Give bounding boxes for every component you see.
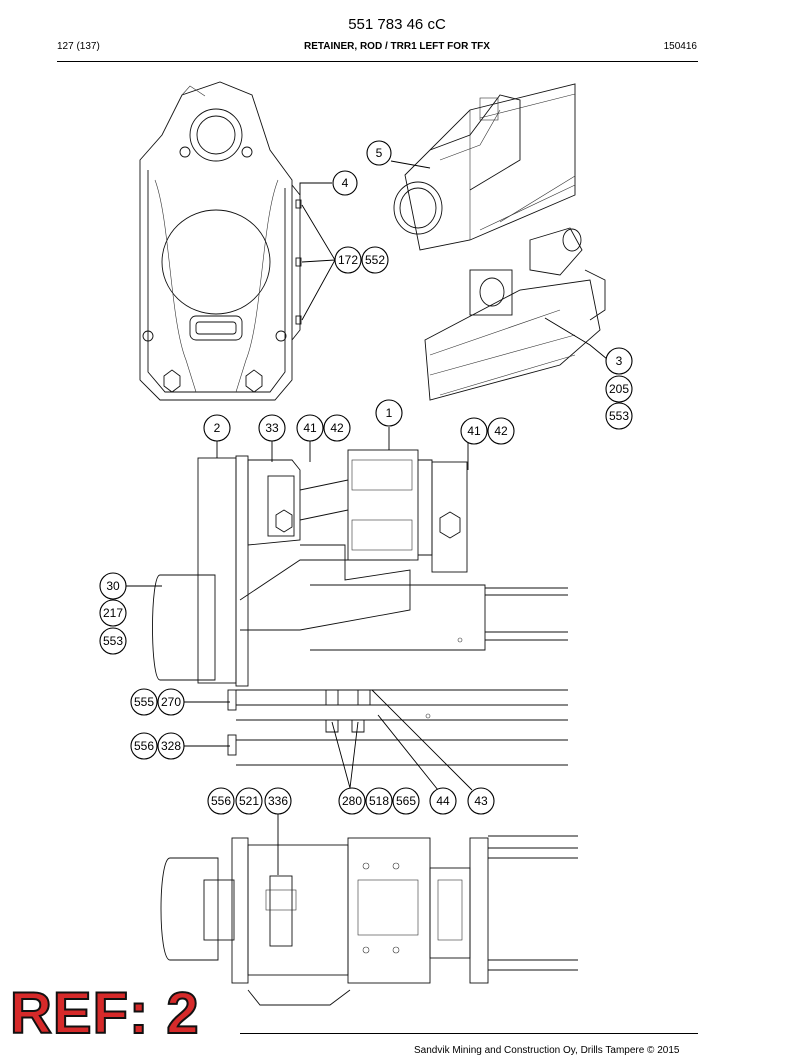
svg-text:556: 556 [211,794,231,808]
callout-42-left: 42 [323,414,351,442]
isometric-view-lower [424,227,606,401]
svg-text:565: 565 [396,794,416,808]
side-view-assembly [152,449,568,766]
footer-copyright: Sandvik Mining and Construction Oy, Dril… [414,1045,680,1056]
callout-328: 328 [157,732,185,760]
svg-text:33: 33 [265,421,279,435]
svg-text:270: 270 [161,695,181,709]
callout-44: 44 [429,787,457,815]
callout-1: 1 [375,399,403,427]
svg-text:553: 553 [609,409,629,423]
callout-3: 3 [605,347,633,375]
callout-33: 33 [258,414,286,442]
svg-text:5: 5 [376,146,383,160]
svg-text:336: 336 [268,794,288,808]
svg-text:42: 42 [494,424,508,438]
svg-text:521: 521 [239,794,259,808]
svg-text:328: 328 [161,739,181,753]
page-number: 127 (137) [57,41,100,52]
svg-text:43: 43 [474,794,488,808]
callout-217: 217 [99,599,127,627]
callout-30: 30 [99,572,127,600]
footer-divider [240,1033,698,1034]
isometric-view-upper [393,83,576,251]
revision-date: 150416 [663,41,697,52]
callout-553-upper: 553 [605,402,633,430]
svg-text:41: 41 [303,421,317,435]
part-description: RETAINER, ROD / TRR1 LEFT FOR TFX [304,41,490,52]
svg-text:555: 555 [134,695,154,709]
svg-text:4: 4 [342,176,349,190]
callout-4: 4 [332,170,358,196]
callout-172: 172 [334,246,362,274]
callout-552: 552 [361,246,389,274]
callout-518: 518 [365,787,393,815]
callout-556-side: 556 [130,732,158,760]
svg-text:3: 3 [616,354,623,368]
callout-521: 521 [235,787,263,815]
svg-text:1: 1 [386,406,393,420]
callout-42-right: 42 [487,417,515,445]
svg-text:518: 518 [369,794,389,808]
svg-text:44: 44 [436,794,450,808]
callout-336: 336 [264,787,292,815]
svg-text:2: 2 [214,421,221,435]
header-divider [57,61,698,62]
svg-text:553: 553 [103,634,123,648]
svg-text:172: 172 [338,253,358,267]
retainer-front-view [139,81,302,401]
callout-205: 205 [605,375,633,403]
svg-text:42: 42 [330,421,344,435]
callout-5: 5 [366,140,392,166]
ref-badge: REF: 2 [9,981,200,1046]
svg-text:556: 556 [134,739,154,753]
callout-41-right: 41 [460,417,488,445]
callout-565: 565 [392,787,420,815]
svg-text:217: 217 [103,606,123,620]
callout-280: 280 [338,787,366,815]
leader-lines [125,160,608,875]
callout-41-left: 41 [296,414,324,442]
callout-270: 270 [157,688,185,716]
callout-43: 43 [467,787,495,815]
callout-2: 2 [203,414,231,442]
callout-556-top: 556 [207,787,235,815]
svg-text:280: 280 [342,794,362,808]
callout-553-lower: 553 [99,627,127,655]
svg-text:552: 552 [365,253,385,267]
top-view-assembly [160,835,578,1006]
svg-text:41: 41 [467,424,481,438]
document-number: 551 783 46 cC [348,16,446,33]
callout-555: 555 [130,688,158,716]
svg-text:205: 205 [609,382,629,396]
svg-text:30: 30 [106,579,120,593]
